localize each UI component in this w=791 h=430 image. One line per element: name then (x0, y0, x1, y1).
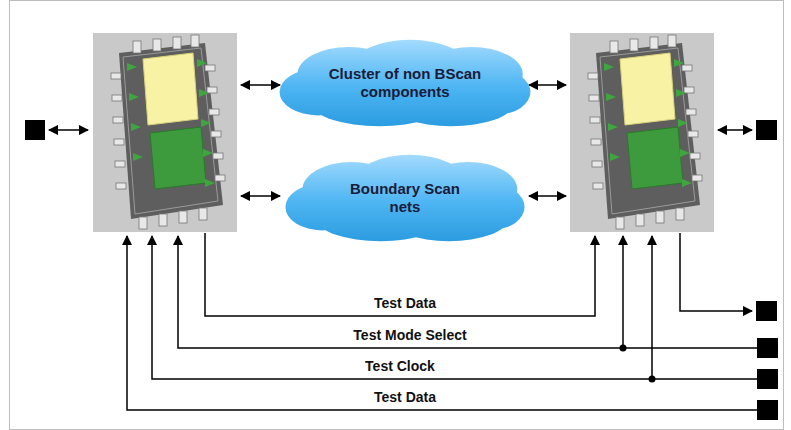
signal-name: Test Data (374, 295, 436, 311)
cloud-node: Boundary Scan nets (283, 153, 527, 243)
cloud-label: Boundary Scan nets (340, 180, 470, 216)
signal-name: Test Data (374, 389, 436, 405)
cloud-label: Cluster of non BScan components (317, 65, 492, 101)
signal-name: Test Clock (365, 358, 435, 374)
signal-name: Test Mode Select (353, 327, 466, 343)
cloud-node: Cluster of non BScan components (277, 38, 533, 128)
